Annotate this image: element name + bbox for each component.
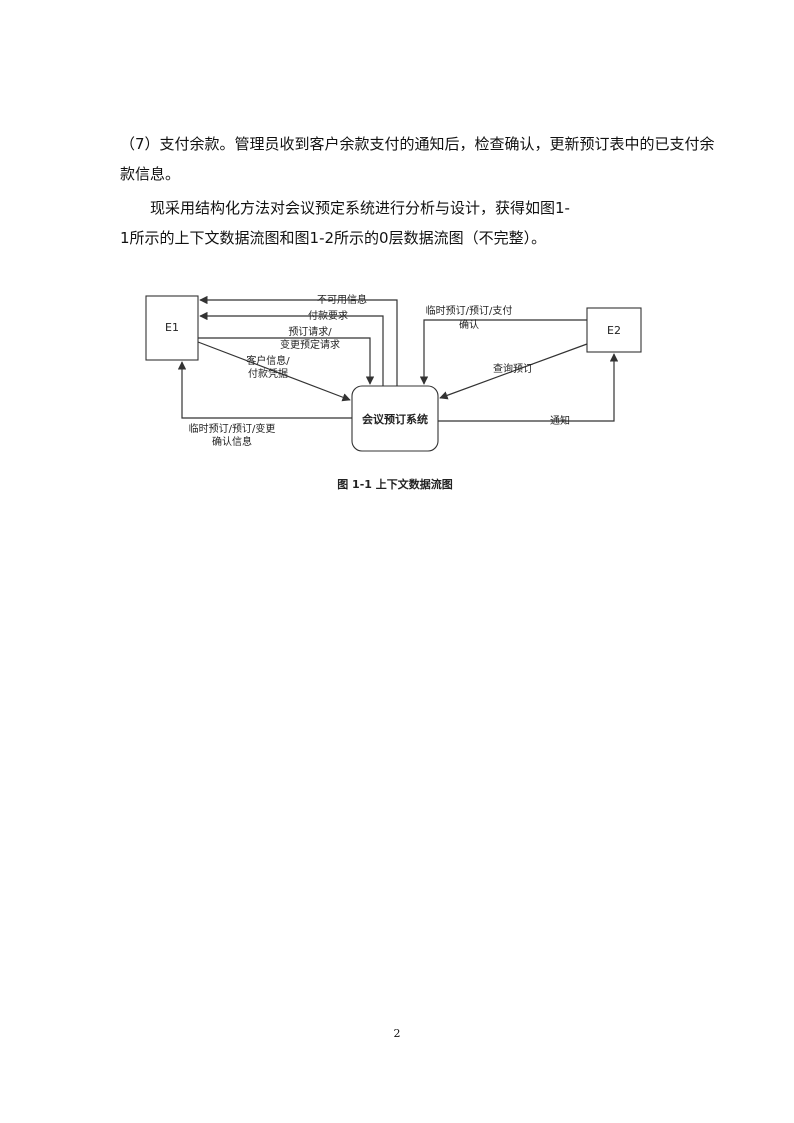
entity-e2-box bbox=[586, 307, 642, 353]
flow-label-e2-confirm-1: 临时预订/预订/支付 bbox=[426, 304, 513, 317]
paragraph-line: 款信息。 bbox=[120, 165, 181, 183]
flow-label-booking-request-2: 变更预定请求 bbox=[280, 338, 340, 351]
flow-label-payment-request: 付款要求 bbox=[308, 309, 348, 322]
flow-notify-arrow bbox=[438, 353, 619, 422]
flow-customer-info-arrow bbox=[197, 341, 351, 402]
flow-booking-request-arrow bbox=[198, 337, 375, 385]
flow-unavailable-arrow bbox=[199, 295, 398, 386]
context-data-flow-diagram: E1 E2 会议预订系统 不可用信息 付款要求 预订请求/ 变更预定请求 客户信… bbox=[145, 293, 642, 491]
entity-e1-box bbox=[145, 295, 199, 361]
paragraph-step-7: （7）支付余款。管理员收到客户余款支付的通知后，检查确认，更新预订表中的已支付余… bbox=[120, 129, 715, 189]
flow-query-arrow bbox=[439, 343, 588, 400]
flow-label-confirm-info-2: 确认信息 bbox=[212, 435, 252, 448]
page-number: 2 bbox=[393, 1027, 401, 1040]
flow-label-booking-request-1: 预订请求/ bbox=[288, 325, 332, 338]
flow-confirm-info-arrow bbox=[177, 361, 352, 419]
figure-caption: 图 1-1 上下文数据流图 bbox=[337, 477, 453, 491]
paragraph-line: 现采用结构化方法对会议预定系统进行分析与设计，获得如图1- bbox=[150, 199, 570, 217]
entity-e1-label: E1 bbox=[165, 321, 179, 334]
flow-label-notify: 通知 bbox=[550, 414, 570, 427]
flow-label-unavailable: 不可用信息 bbox=[317, 293, 367, 306]
paragraph-line: 1所示的上下文数据流图和图1-2所示的0层数据流图（不完整）。 bbox=[120, 229, 547, 247]
flow-payment-request-arrow bbox=[199, 311, 384, 386]
flow-label-query: 查询预订 bbox=[493, 362, 533, 375]
flow-label-e2-confirm-2: 确认 bbox=[459, 318, 479, 331]
paragraph-line: （7）支付余款。管理员收到客户余款支付的通知后，检查确认，更新预订表中的已支付余 bbox=[120, 135, 715, 153]
flow-label-customer-info-2: 付款凭据 bbox=[248, 367, 288, 380]
flow-label-customer-info-1: 客户信息/ bbox=[246, 354, 290, 367]
paragraph-intro: 现采用结构化方法对会议预定系统进行分析与设计，获得如图1- 1所示的上下文数据流… bbox=[120, 193, 680, 253]
process-label: 会议预订系统 bbox=[362, 412, 428, 426]
entity-e2-label: E2 bbox=[607, 324, 621, 337]
flow-label-confirm-info-1: 临时预订/预订/变更 bbox=[189, 422, 276, 435]
flow-e2-confirm-arrow bbox=[419, 319, 587, 385]
